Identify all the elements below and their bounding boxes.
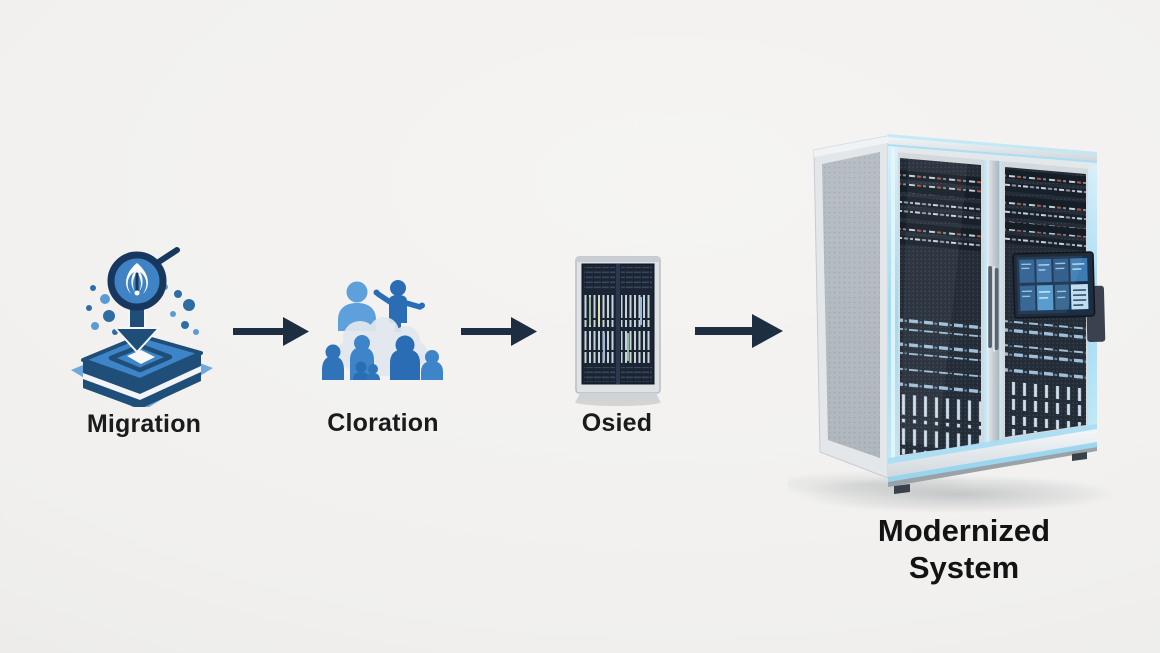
platform-layers-icon <box>71 334 213 407</box>
rack-base <box>888 429 1097 494</box>
step-osied <box>570 255 666 407</box>
monitor-dashboard-tiles <box>1019 258 1089 311</box>
glass-reflection <box>900 158 968 446</box>
server-rack-illustration <box>788 134 1118 513</box>
result-label-modernized-system: Modernized System <box>877 513 1051 586</box>
server-column-right <box>621 267 652 382</box>
rack-monitor <box>1012 251 1106 343</box>
server-cabinet-icon <box>575 256 661 406</box>
rack-center-post <box>986 160 1000 450</box>
flow-arrow-1 <box>233 317 309 346</box>
server-column-left <box>584 267 615 382</box>
migration-deploy-icon <box>71 247 213 407</box>
rack-right-door <box>1000 161 1091 443</box>
flame-circle-icon <box>107 247 180 311</box>
result-modernized-system <box>788 106 1123 526</box>
step-label-cloration: Cloration <box>327 409 439 437</box>
step-label-osied: Osied <box>581 409 653 437</box>
people-group-icon <box>322 280 443 380</box>
front-row-figures <box>322 335 443 380</box>
step-cloration <box>312 268 452 386</box>
flow-arrow-3 <box>695 314 783 348</box>
step-migration <box>65 242 220 407</box>
flow-arrow-2 <box>461 317 537 346</box>
rack-left-door <box>895 152 986 462</box>
rack-side-panel <box>813 135 889 479</box>
step-label-migration: Migration <box>86 410 202 438</box>
